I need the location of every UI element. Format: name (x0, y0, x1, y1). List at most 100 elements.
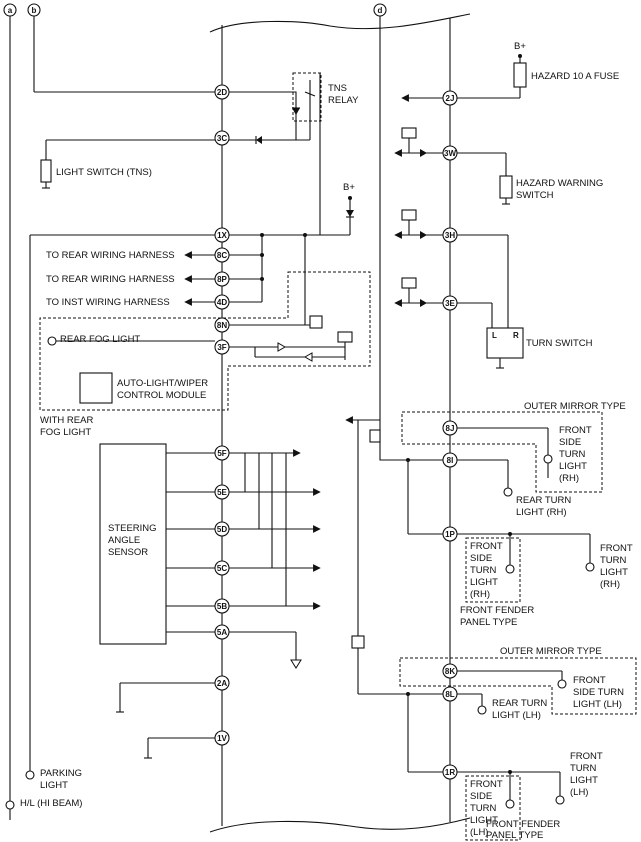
svg-text:REAR FOG LIGHT: REAR FOG LIGHT (60, 334, 140, 345)
svg-text:LIGHT: LIGHT (559, 461, 587, 472)
svg-text:FRONT: FRONT (470, 541, 503, 552)
svg-text:5C: 5C (217, 564, 227, 573)
svg-text:d: d (378, 6, 383, 15)
svg-text:8K: 8K (445, 667, 455, 676)
svg-text:8I: 8I (447, 456, 454, 465)
svg-text:TO REAR WIRING HARNESS: TO REAR WIRING HARNESS (46, 250, 175, 261)
svg-text:3F: 3F (217, 343, 226, 352)
d-line-relays (345, 416, 443, 695)
svg-text:ANGLE: ANGLE (108, 535, 140, 546)
svg-text:(RH): (RH) (559, 473, 579, 484)
svg-text:1X: 1X (217, 231, 227, 240)
svg-text:WITH REAR: WITH REAR (40, 415, 93, 426)
svg-text:AUTO-LIGHT/WIPER: AUTO-LIGHT/WIPER (117, 378, 208, 389)
harness-outline (209, 13, 471, 833)
rear-fog-region: REAR FOG LIGHT AUTO-LIGHT/WIPER CONTROL … (39, 233, 371, 438)
rear-turn-rh: REAR TURN LIGHT (RH) (379, 450, 571, 535)
svg-text:RELAY: RELAY (328, 95, 359, 106)
svg-text:SIDE: SIDE (559, 437, 581, 448)
bplus-left: B+ (29, 182, 355, 775)
svg-text:PARKING: PARKING (40, 768, 82, 779)
svg-text:R: R (513, 331, 519, 340)
front-fender-rh: FRONT SIDE TURN LIGHT (RH) FRONT TURN LI… (457, 532, 633, 628)
turn-switch: L R TURN SWITCH (457, 234, 593, 369)
svg-text:B+: B+ (514, 41, 526, 52)
svg-text:STEERING: STEERING (108, 523, 157, 534)
svg-text:PANEL TYPE: PANEL TYPE (486, 830, 543, 841)
svg-text:5A: 5A (217, 628, 227, 637)
flasher-symbols (394, 127, 443, 307)
svg-text:TURN SWITCH: TURN SWITCH (526, 338, 593, 349)
svg-text:OUTER MIRROR TYPE: OUTER MIRROR TYPE (500, 646, 602, 657)
svg-text:8N: 8N (217, 321, 227, 330)
svg-text:SIDE TURN: SIDE TURN (573, 687, 624, 698)
svg-text:2J: 2J (446, 94, 455, 103)
parking-light: PARKING LIGHT (25, 768, 82, 791)
svg-text:5E: 5E (217, 488, 227, 497)
svg-text:5D: 5D (217, 525, 227, 534)
svg-text:TO INST WIRING HARNESS: TO INST WIRING HARNESS (46, 297, 170, 308)
svg-text:8L: 8L (445, 690, 454, 699)
svg-text:TURN: TURN (559, 449, 586, 460)
front-fender-lh: FRONT SIDE TURN LIGHT (LH) FRONT TURN LI… (457, 751, 603, 841)
ref-a: a (3, 3, 17, 820)
svg-text:LIGHT SWITCH (TNS): LIGHT SWITCH (TNS) (56, 167, 152, 178)
svg-text:TURN: TURN (600, 555, 627, 566)
svg-text:CONTROL MODULE: CONTROL MODULE (117, 390, 206, 401)
svg-text:B+: B+ (343, 182, 355, 193)
svg-text:FOG LIGHT: FOG LIGHT (40, 427, 91, 438)
svg-text:a: a (8, 6, 13, 15)
svg-text:LIGHT: LIGHT (570, 775, 598, 786)
svg-text:FRONT: FRONT (570, 751, 603, 762)
svg-text:3E: 3E (445, 299, 455, 308)
svg-text:SIDE: SIDE (470, 791, 492, 802)
svg-text:(LH): (LH) (470, 827, 488, 838)
svg-text:1P: 1P (445, 530, 455, 539)
svg-text:FRONT FENDER: FRONT FENDER (486, 819, 560, 830)
svg-text:SIDE: SIDE (470, 553, 492, 564)
svg-text:FRONT: FRONT (559, 425, 592, 436)
left-connectors: 2D 3C 1X 8C 8P 4D 8N 3F 5F 5E 5D 5C 5B 5… (214, 84, 230, 746)
hazard-fuse: B+ HAZARD 10 A FUSE (401, 41, 619, 102)
svg-text:5F: 5F (217, 449, 226, 458)
svg-text:SENSOR: SENSOR (108, 547, 148, 558)
svg-text:2A: 2A (217, 679, 227, 688)
light-switch: LIGHT SWITCH (TNS) (40, 139, 215, 189)
steering-angle-sensor: STEERING ANGLE SENSOR (99, 443, 321, 669)
svg-text:TURN: TURN (470, 565, 497, 576)
svg-text:FRONT: FRONT (470, 779, 503, 790)
svg-text:8C: 8C (217, 251, 227, 260)
svg-text:LIGHT (RH): LIGHT (RH) (516, 507, 567, 518)
svg-text:PANEL TYPE: PANEL TYPE (460, 617, 517, 628)
svg-text:L: L (492, 331, 497, 340)
svg-text:H/L (HI BEAM): H/L (HI BEAM) (20, 798, 82, 809)
ref-d: d (373, 3, 387, 450)
svg-text:LIGHT: LIGHT (470, 577, 498, 588)
svg-text:OUTER MIRROR TYPE: OUTER MIRROR TYPE (524, 401, 626, 412)
svg-text:FRONT: FRONT (600, 543, 633, 554)
harness-outputs: TO REAR WIRING HARNESS TO REAR WIRING HA… (46, 233, 264, 308)
svg-text:FRONT FENDER: FRONT FENDER (460, 605, 534, 616)
outer-mirror-lh: OUTER MIRROR TYPE FRONT SIDE TURN LIGHT … (399, 646, 637, 715)
svg-text:1V: 1V (217, 734, 227, 743)
ref-b: b (27, 3, 215, 93)
svg-text:5B: 5B (217, 602, 227, 611)
outer-mirror-rh: OUTER MIRROR TYPE FRONT SIDE TURN LIGHT … (401, 401, 626, 493)
svg-text:LIGHT (LH): LIGHT (LH) (573, 699, 622, 710)
svg-text:8J: 8J (446, 424, 455, 433)
svg-text:LIGHT: LIGHT (40, 780, 68, 791)
svg-text:8P: 8P (217, 275, 227, 284)
svg-text:LIGHT: LIGHT (600, 567, 628, 578)
svg-text:3C: 3C (217, 134, 227, 143)
svg-text:REAR TURN: REAR TURN (516, 495, 571, 506)
svg-text:LIGHT: LIGHT (470, 815, 498, 826)
hl-hi-beam: H/L (HI BEAM) (5, 798, 82, 810)
svg-text:FRONT: FRONT (573, 675, 606, 686)
svg-text:SWITCH: SWITCH (516, 190, 554, 201)
svg-text:1R: 1R (445, 768, 455, 777)
svg-text:(LH): (LH) (570, 787, 588, 798)
svg-text:TURN: TURN (570, 763, 597, 774)
hazard-warning-switch: HAZARD WARNING SWITCH (457, 152, 603, 205)
svg-text:3H: 3H (445, 231, 455, 240)
